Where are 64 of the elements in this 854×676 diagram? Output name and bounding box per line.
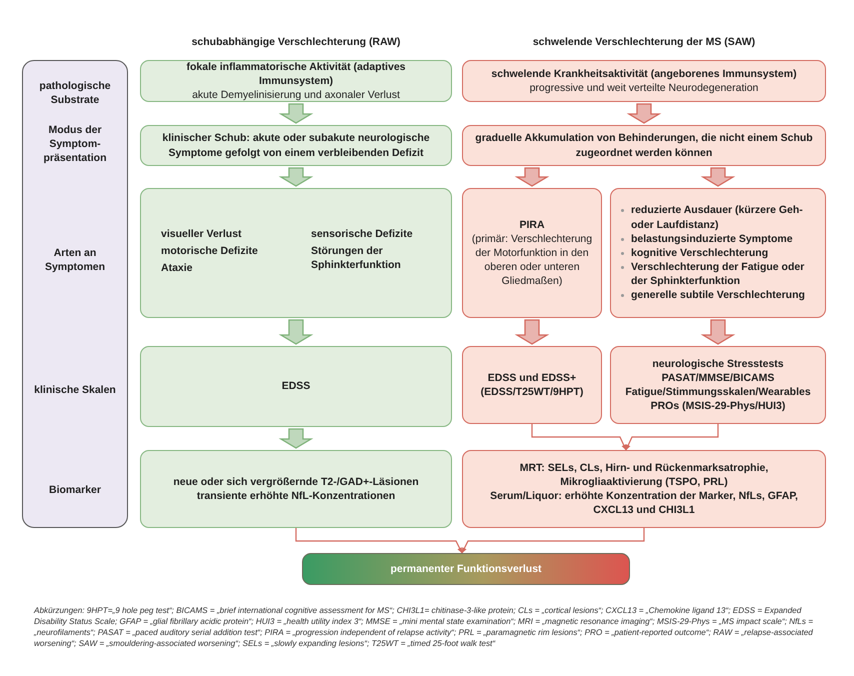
process-box <box>462 60 826 102</box>
connector-line <box>295 528 463 554</box>
bullet-text: reduzierte Ausdauer (kürzere Geh- oder Laufdistanz) <box>631 203 804 232</box>
box-text: PIRA <box>519 218 545 232</box>
box-text: transiente erhöhte NfL-Konzentrationen <box>196 489 396 504</box>
row-label: Biomarker <box>48 483 102 498</box>
block-arrow <box>700 319 736 345</box>
box-text: motorische Defizite <box>161 244 259 258</box>
block-arrow <box>278 167 314 187</box>
process-box <box>462 125 826 166</box>
block-arrow <box>514 319 550 345</box>
process-box <box>462 450 826 528</box>
box-text: MRT: SELs, CLs, Hirn- und Rückenmarksatrophie, Mikrogliaaktivierung (TSPO, PRL) <box>518 460 770 489</box>
process-box <box>610 188 826 318</box>
box-text: Serum/Liquor: erhöhte Konzentration der Marker, NfLs, GFAP, CXCL13 und CHI3L1 <box>489 489 799 518</box>
box-text: Ataxie <box>161 261 194 276</box>
box-text: neurologische Stresstests <box>652 356 784 371</box>
process-box <box>610 346 826 424</box>
box-text: progressive und weit verteilte Neurodegeneration <box>530 81 758 96</box>
column-heading: schubabhängige Verschlechterung (RAW) <box>190 36 402 48</box>
box-text: neue oder sich vergrößernde T2-/GAD+-Läsionen <box>173 474 419 489</box>
bullet-text: belastungsinduzierte Symptome <box>631 232 794 246</box>
block-arrow <box>278 428 314 449</box>
process-box <box>140 188 452 318</box>
box-text: PASAT/MMSE/BICAMS <box>662 370 774 385</box>
connector-line <box>531 424 627 451</box>
box-text: akute Demyelinisierung und axonaler Verlust <box>192 88 400 102</box>
connector-line <box>461 528 645 554</box>
box-text: schwelende Krankheitsaktivität (angeborenes Immunsystem) <box>491 66 797 81</box>
row-header-panel <box>22 60 128 528</box>
box-text: permanenter Funktionsverlust <box>390 562 542 576</box>
box-text: EDSS und EDSS+ <box>488 370 576 385</box>
footnote: Abkürzungen: 9HPT=„9 hole peg test“; BICAMS = „brief international cognitive assessment for MS“; CHI3L1= chitinase-3-like protein; CLs = „cortical lesions“; CXCL13 = „Chemokine ligand 13“; EDSS = Expanded Disability Status Scale; GFAP = „glial fibrillary acidic protein“; HUI3 = „health utility index 3“; MMSE = „mini mental state examination“; MRI = „magnetic resonance imaging“; MSIS-29-Phys = „MS impact scale“; NfLs = „neurofilaments“; PASAT = „paced auditory serial addition test“; PIRA = „progression independent of relapse activity“; PRL = „paramagnetic rim lesions“; PRO = „patient-reported outcome“; RAW = „relapse-associated worsening“; SAW = „smouldering-associated worsening“; SELs = „slowly expanding lesions“; T25WT = „timed 25-foot walk test“ <box>34 605 814 650</box>
box-text: PROs (MSIS-29-Phys/HUI3) <box>650 399 786 414</box>
box-text: sensorische Defizite <box>311 227 414 242</box>
row-label: Modus der Symptom-präsentation <box>42 123 108 166</box>
block-arrow <box>278 319 314 345</box>
column-heading: schwelende Verschlechterung der MS (SAW) <box>532 36 756 48</box>
row-label: pathologische Substrate <box>38 79 112 108</box>
outcome-bar <box>302 553 630 585</box>
block-arrow <box>700 167 736 187</box>
block-arrow <box>278 103 314 124</box>
process-box <box>140 60 452 102</box>
process-box <box>140 450 452 528</box>
block-arrow <box>626 103 662 124</box>
bullet-text: kognitive Verschlechterung <box>631 246 770 260</box>
box-text: (EDSS/T25WT/9HPT) <box>480 385 584 400</box>
process-box <box>140 346 452 427</box>
bullet-text: generelle subtile Verschlechterung <box>631 288 806 303</box>
row-label: klinische Skalen <box>33 383 117 398</box>
box-text: EDSS <box>282 379 310 394</box>
row-label: Arten an Symptomen <box>44 246 106 274</box>
box-text: fokale inflammatorische Aktivität (adaptives Immunsystem) <box>185 60 406 88</box>
process-box <box>462 346 602 424</box>
box-text: graduelle Akkumulation von Behinderungen, die nicht einem Schub zugeordnet werden können <box>474 131 814 160</box>
box-text: Störungen der Sphinkterfunktion <box>311 244 402 272</box>
box-text: Fatigue/Stimmungsskalen/Wearables <box>625 385 811 400</box>
process-box <box>140 125 452 166</box>
box-text: klinischer Schub: akute oder subakute neurologische Symptome gefolgt von einem verbleibenden Defizit <box>161 131 431 160</box>
connector-line <box>625 424 719 451</box>
box-text: (primär: Verschlechterung der Motorfunktion in den oberen oder unteren Gliedmaßen) <box>471 232 593 288</box>
block-arrow <box>514 167 550 187</box>
process-box <box>462 188 602 318</box>
box-text: visueller Verlust <box>161 227 243 242</box>
